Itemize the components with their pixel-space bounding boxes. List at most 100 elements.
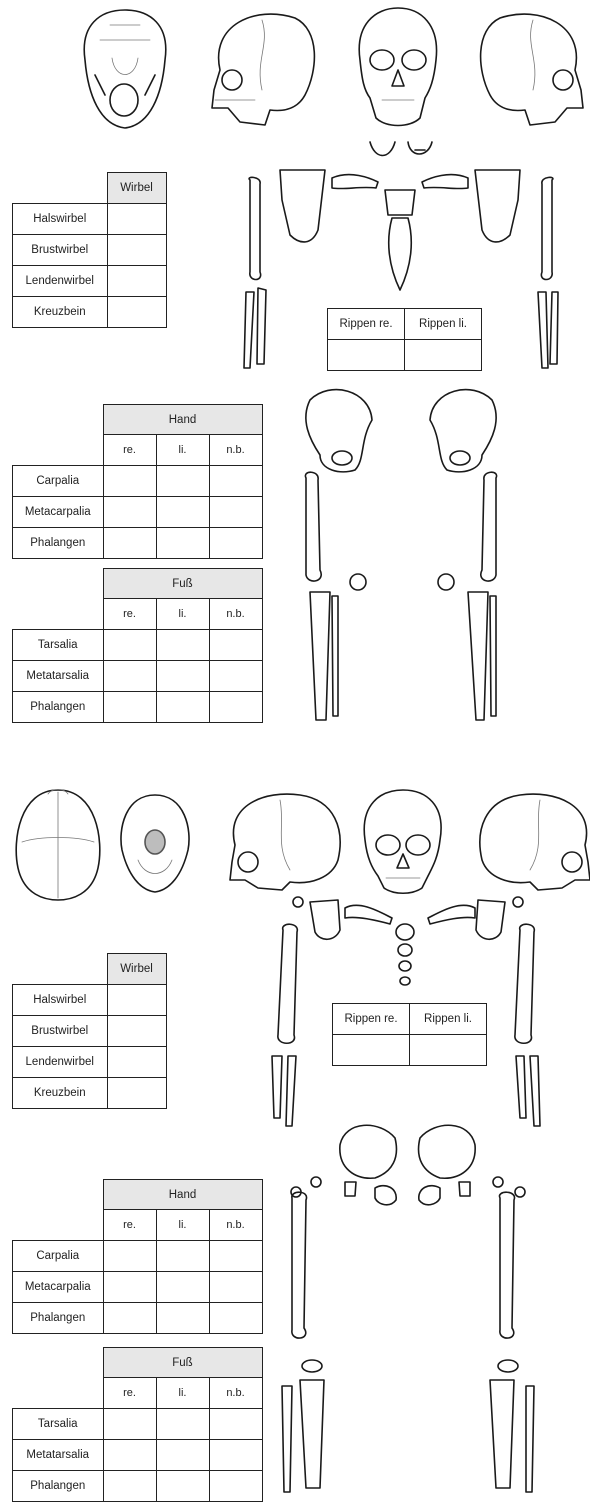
adult-skeleton-sheet: Wirbel Halswirbel Brustwirbel Lendenwirb… (0, 0, 590, 750)
clavicle-left (428, 905, 475, 924)
hand-col-header: n.b. (209, 1210, 262, 1241)
hand-table: Hand re. li. n.b. Carpalia Metacarpalia … (12, 1179, 263, 1334)
rippen-left-header: Rippen li. (405, 309, 482, 340)
fuss-cell[interactable] (103, 660, 156, 691)
fuss-cell[interactable] (209, 660, 262, 691)
child-skeleton-sheet: Wirbel Halswirbel Brustwirbel Lendenwirb… (0, 750, 590, 1502)
os-coxae-right (306, 390, 372, 472)
hand-header: Hand (103, 405, 262, 435)
fuss-cell[interactable] (209, 691, 262, 722)
fuss-header: Fuß (103, 1348, 262, 1378)
fuss-cell[interactable] (103, 1470, 156, 1501)
rippen-table: Rippen re.Rippen li. (327, 308, 482, 371)
hand-cell[interactable] (103, 527, 156, 558)
fuss-cell[interactable] (103, 1439, 156, 1470)
hand-cell[interactable] (156, 527, 209, 558)
patella-right (350, 574, 366, 590)
fuss-col-header: li. (156, 599, 209, 630)
fuss-cell[interactable] (156, 629, 209, 660)
wirbel-row-label: Lendenwirbel (13, 1046, 108, 1077)
hand-cell[interactable] (209, 1302, 262, 1333)
rippen-right-cell[interactable] (328, 340, 405, 371)
wirbel-table: Wirbel Halswirbel Brustwirbel Lendenwirb… (12, 172, 167, 328)
hand-col-header: li. (156, 435, 209, 466)
hand-cell[interactable] (156, 1302, 209, 1333)
hand-col-header: re. (103, 1210, 156, 1241)
wirbel-cell[interactable] (107, 296, 166, 327)
wirbel-row-label: Kreuzbein (13, 1077, 108, 1108)
hand-col-header: n.b. (209, 435, 262, 466)
wirbel-cell[interactable] (107, 1015, 166, 1046)
fuss-col-header: re. (103, 1378, 156, 1409)
hand-cell[interactable] (209, 496, 262, 527)
skull-lateral-left-view (212, 14, 314, 125)
wirbel-cell[interactable] (107, 1046, 166, 1077)
wirbel-row-label: Brustwirbel (13, 234, 108, 265)
atlas-axis (408, 142, 432, 154)
patella-left (498, 1360, 518, 1372)
fuss-col-header: li. (156, 1378, 209, 1409)
lower-leg-right (282, 1380, 324, 1492)
fuss-row-label: Metatarsalia (13, 660, 104, 691)
hand-cell[interactable] (209, 527, 262, 558)
os-coxae-left (430, 390, 496, 472)
wirbel-cell[interactable] (107, 984, 166, 1015)
fuss-cell[interactable] (156, 1439, 209, 1470)
fuss-cell[interactable] (103, 1408, 156, 1439)
hand-cell[interactable] (103, 465, 156, 496)
skull-inferior-view (84, 10, 166, 128)
hand-cell[interactable] (103, 1271, 156, 1302)
hand-cell[interactable] (156, 496, 209, 527)
fuss-cell[interactable] (156, 660, 209, 691)
fuss-cell[interactable] (209, 1408, 262, 1439)
lower-leg-left (468, 592, 496, 720)
rippen-left-cell[interactable] (405, 340, 482, 371)
clavicle-right (345, 905, 392, 924)
clavicle-right (332, 175, 378, 189)
humerus-right (278, 924, 297, 1043)
sternum (385, 190, 415, 290)
hand-cell[interactable] (103, 1240, 156, 1271)
skull-frontal-view (359, 8, 436, 126)
hand-col-header: re. (103, 435, 156, 466)
fuss-cell[interactable] (103, 629, 156, 660)
hand-cell[interactable] (156, 1271, 209, 1302)
hand-row-label: Phalangen (13, 1302, 104, 1333)
fuss-cell[interactable] (156, 1408, 209, 1439)
wirbel-table: Wirbel Halswirbel Brustwirbel Lendenwirb… (12, 953, 167, 1109)
fuss-cell[interactable] (156, 1470, 209, 1501)
fuss-cell[interactable] (209, 1470, 262, 1501)
fuss-table: Fuß re. li. n.b. Tarsalia Metatarsalia P… (12, 1347, 263, 1502)
fuss-cell[interactable] (156, 691, 209, 722)
hand-cell[interactable] (103, 1302, 156, 1333)
sternum-segment (396, 924, 414, 940)
wirbel-cell[interactable] (107, 1077, 166, 1108)
wirbel-cell[interactable] (107, 234, 166, 265)
fuss-row-label: Phalangen (13, 691, 104, 722)
forearm-right (244, 288, 266, 368)
wirbel-cell[interactable] (107, 203, 166, 234)
fuss-cell[interactable] (103, 691, 156, 722)
hand-cell[interactable] (209, 465, 262, 496)
hand-cell[interactable] (156, 1240, 209, 1271)
femur-left (481, 472, 497, 581)
hand-cell[interactable] (103, 496, 156, 527)
hand-cell[interactable] (156, 465, 209, 496)
rippen-right-cell[interactable] (333, 1035, 410, 1066)
scapula-left (476, 900, 505, 939)
wirbel-row-label: Lendenwirbel (13, 265, 108, 296)
hand-cell[interactable] (209, 1240, 262, 1271)
skull-lateral-right-view (481, 14, 583, 125)
fuss-row-label: Tarsalia (13, 1408, 104, 1439)
fuss-cell[interactable] (209, 629, 262, 660)
hand-cell[interactable] (209, 1271, 262, 1302)
wirbel-cell[interactable] (107, 265, 166, 296)
skull-posterior-view (121, 795, 189, 892)
rippen-left-cell[interactable] (410, 1035, 487, 1066)
patella-right (302, 1360, 322, 1372)
fuss-header: Fuß (103, 569, 262, 599)
lower-leg-right (310, 592, 338, 720)
femur-right (305, 472, 321, 581)
hand-header: Hand (103, 1180, 262, 1210)
fuss-cell[interactable] (209, 1439, 262, 1470)
